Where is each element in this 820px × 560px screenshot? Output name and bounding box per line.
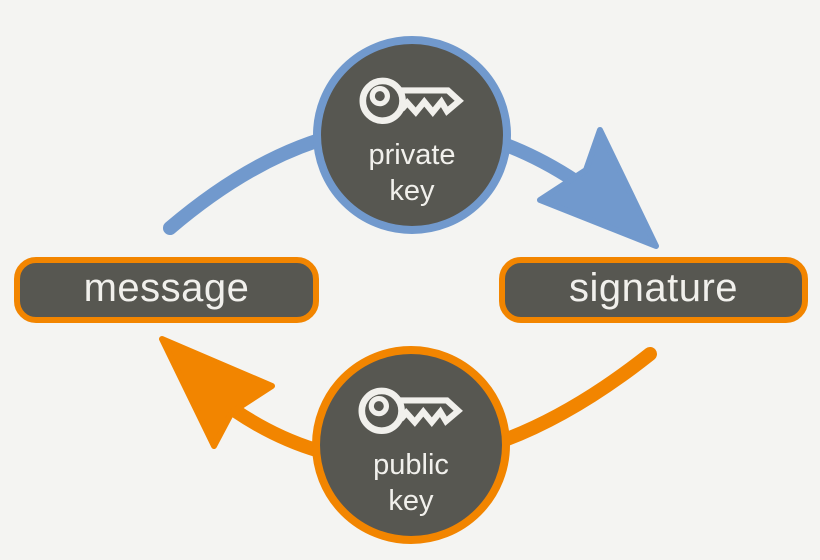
- key-icon: [358, 387, 463, 435]
- public-key-node: public key: [312, 346, 510, 544]
- private-key-node: private key: [313, 36, 511, 234]
- message-label: message: [83, 266, 250, 310]
- signature-node: signature: [499, 257, 808, 323]
- message-node: message: [14, 257, 319, 323]
- key-icon: [359, 77, 464, 125]
- sign-arrowhead-icon: [537, 127, 659, 249]
- public-key-label: public key: [373, 449, 449, 517]
- verify-arrowhead-icon: [159, 336, 275, 449]
- signature-label: signature: [568, 266, 739, 310]
- private-key-label: private key: [368, 139, 456, 207]
